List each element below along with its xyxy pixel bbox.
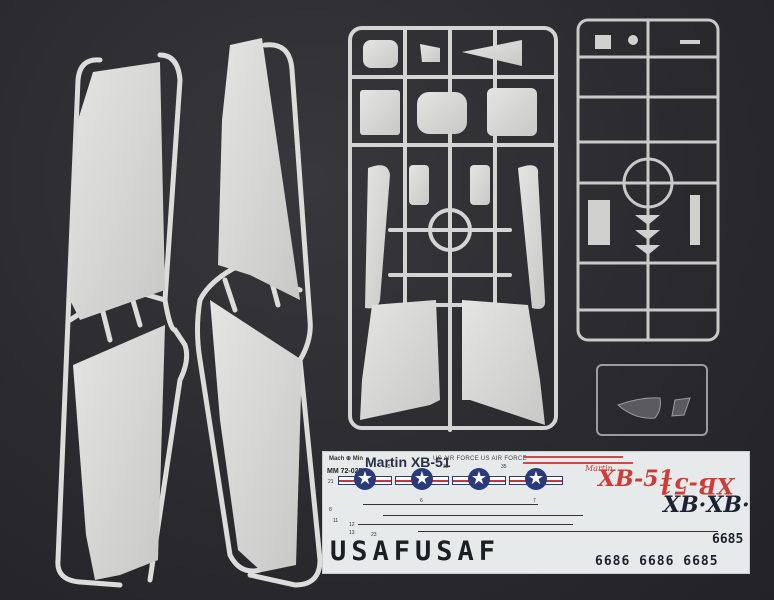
usaf-stencil: USAFUSAF xyxy=(330,536,501,567)
blue-xb51-marking: XB·XB·51 xyxy=(663,492,750,518)
star-icon: ★ xyxy=(527,468,545,488)
usaf-roundel: ★ xyxy=(452,468,506,490)
decal-number: 35 xyxy=(443,464,449,470)
right-wing-lower xyxy=(210,300,302,572)
walkway-line xyxy=(383,515,583,516)
decal-number: 6 xyxy=(420,498,423,504)
usaf-small-text: US AIR FORCE US AIR FORCE xyxy=(433,456,527,462)
small-parts xyxy=(588,35,700,255)
martin-script: Martin xyxy=(585,464,613,473)
decal-number: 12 xyxy=(349,522,355,528)
serial-number: 6685 xyxy=(712,532,744,547)
walkway-line xyxy=(358,524,573,525)
star-icon: ★ xyxy=(413,468,431,488)
decal-sheet: Mach ⊕ Min MM 72-025 Martin XB-51 US AIR… xyxy=(322,451,750,574)
decal-number: 13 xyxy=(349,530,355,536)
decal-number: 23 xyxy=(371,532,377,538)
star-icon: ★ xyxy=(470,468,488,488)
walkway-line xyxy=(418,531,718,532)
kit-code: MM 72-025 xyxy=(327,468,363,475)
decal-number: 21 xyxy=(328,479,334,485)
walkway-line xyxy=(363,504,538,505)
red-stripe xyxy=(523,456,623,458)
manufacturer-logo: Mach ⊕ Min xyxy=(329,456,364,462)
decal-number: 35 xyxy=(501,464,507,470)
red-xb51-marking: XB-51 xyxy=(598,466,674,492)
usaf-roundel: ★ xyxy=(395,468,449,490)
decal-number: 8 xyxy=(329,507,332,513)
decal-number: 7 xyxy=(533,498,536,504)
usaf-roundel: ★ xyxy=(338,468,392,490)
left-wing-upper xyxy=(70,62,165,320)
central-parts xyxy=(360,40,546,425)
usaf-roundel: ★ xyxy=(509,468,563,490)
decal-number: 11 xyxy=(333,518,339,524)
canopy xyxy=(617,397,691,419)
star-icon: ★ xyxy=(356,468,374,488)
left-wing-lower xyxy=(73,325,165,580)
right-wing-upper xyxy=(218,38,300,300)
serial-numbers-row: 6686 6686 6685 xyxy=(595,554,719,569)
small-parts-sprue xyxy=(576,18,720,342)
decal-title: Martin XB-51 xyxy=(365,454,451,470)
clear-parts-sprue xyxy=(596,364,708,436)
right-wing-sprue xyxy=(195,42,323,588)
decal-number: 35 xyxy=(385,464,391,470)
red-stripe xyxy=(523,462,633,464)
